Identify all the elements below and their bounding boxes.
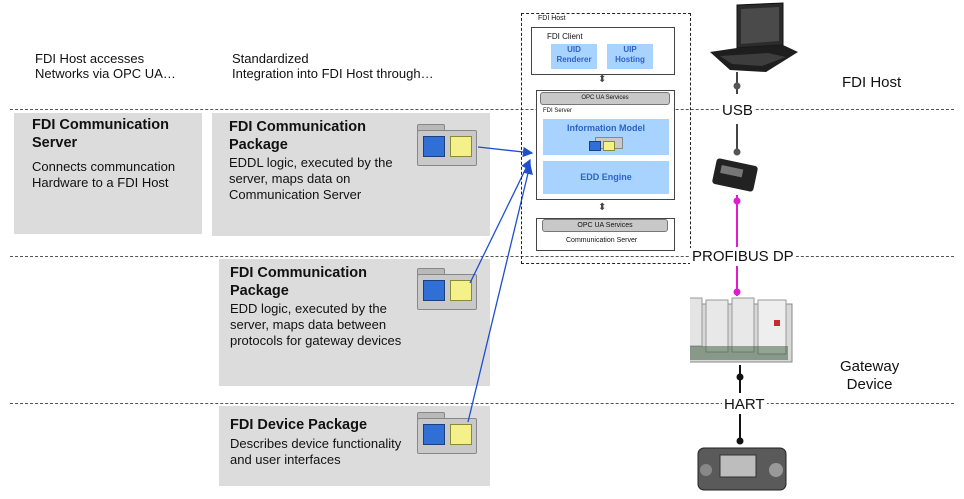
arrow-package-1 xyxy=(477,146,534,158)
arrow-device-package xyxy=(467,163,533,423)
usb-label: USB xyxy=(720,102,755,119)
arrow-package-2 xyxy=(469,158,531,284)
server-label: FDI Server xyxy=(543,108,573,114)
opc-ua-services-bottom: OPC UA Services xyxy=(542,219,668,232)
updown-arrow-icon: ⬍ xyxy=(598,202,607,213)
hart-label: HART xyxy=(722,396,767,413)
comm-server-label: Communication Server xyxy=(566,237,638,244)
fdi-host-label: FDI Host xyxy=(842,74,902,91)
separator-1 xyxy=(10,109,954,110)
profibus-label: PROFIBUS DP xyxy=(690,248,796,265)
host-label: FDI Host xyxy=(538,15,566,22)
laptop-icon xyxy=(710,2,798,72)
edd-engine-box: EDD Engine xyxy=(543,161,669,194)
field-device-icon xyxy=(697,447,787,491)
gateway-device-icon xyxy=(690,297,793,363)
mini-folder-icon xyxy=(589,137,623,151)
comm-server-panel xyxy=(14,113,202,234)
updown-arrow-icon: ⬍ xyxy=(598,74,607,85)
fdi-host-frame xyxy=(521,13,691,264)
package-folder-icon xyxy=(417,124,477,166)
device-package-title: FDI Device Package xyxy=(230,417,368,433)
device-column xyxy=(690,2,798,491)
package-folder-icon xyxy=(417,268,477,310)
client-label: FDI Client xyxy=(547,32,583,41)
usb-adapter-icon xyxy=(712,158,758,192)
separator-3 xyxy=(10,403,954,404)
opc-ua-services-top: OPC UA Services xyxy=(540,92,670,105)
separator-2 xyxy=(10,256,954,257)
package-folder-icon xyxy=(417,412,477,454)
